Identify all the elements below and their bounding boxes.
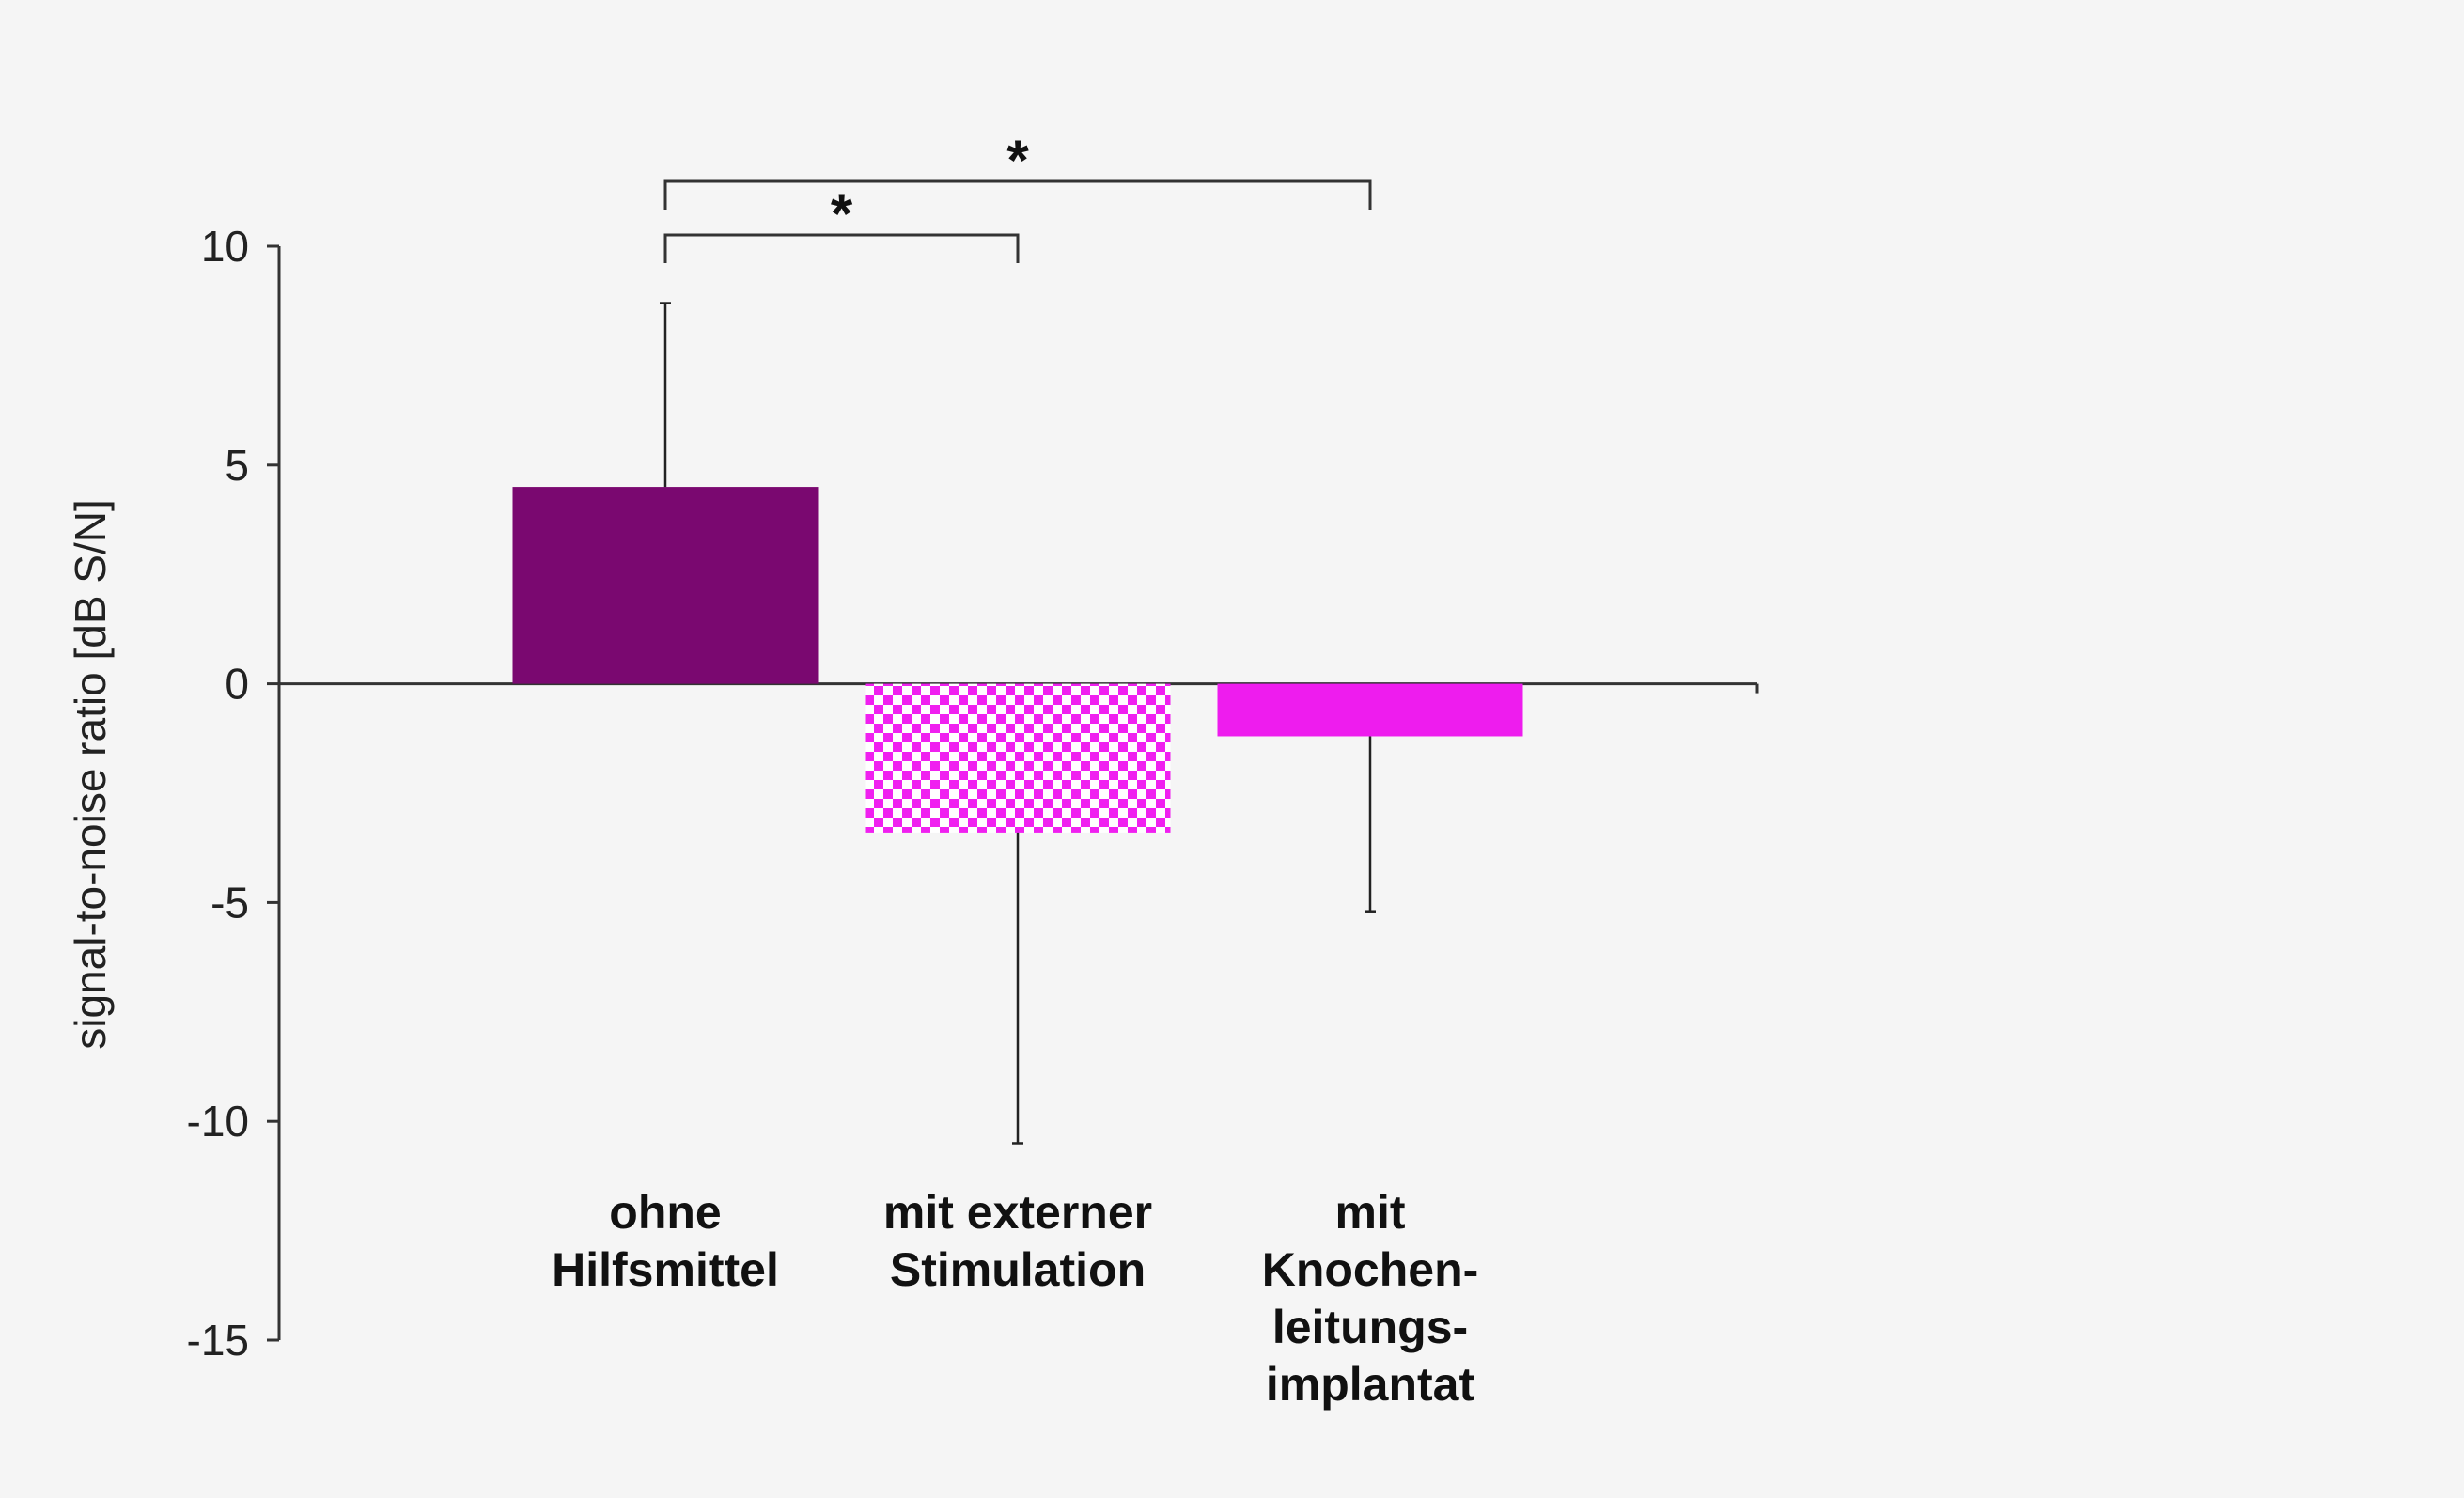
bar: [865, 683, 1171, 833]
y-tick-label: 0: [225, 660, 249, 709]
category-label: ohne: [609, 1186, 721, 1239]
category-label: leitungs-: [1272, 1301, 1468, 1353]
category-label: Knochen-: [1262, 1243, 1479, 1296]
bars: [512, 487, 1523, 833]
significance-brackets: **: [663, 129, 1372, 263]
significance-bracket: [663, 233, 1020, 263]
y-tick-label: 5: [225, 441, 249, 490]
y-tick-label: -15: [187, 1316, 249, 1365]
category-label: mit: [1335, 1186, 1406, 1239]
error-bars: [660, 302, 1376, 1145]
significance-bracket: [663, 179, 1372, 210]
y-tick-label: -5: [211, 878, 249, 927]
y-axis-title: signal-to-noise ratio [dB S/N]: [66, 499, 115, 1050]
category-label: Stimulation: [890, 1243, 1146, 1296]
axes: 10 5 0 -5 -10 -15 signal-to-noise ratio [dB S/…: [66, 222, 1759, 1365]
significance-star: *: [831, 182, 853, 245]
bar: [512, 487, 819, 684]
significance-star: *: [1006, 129, 1029, 192]
category-label: mit externer: [883, 1186, 1152, 1239]
category-label: implantat: [1266, 1358, 1475, 1411]
y-tick-label: 10: [201, 222, 249, 271]
y-tick-label: -10: [187, 1097, 249, 1146]
bar: [1217, 683, 1523, 737]
category-label: Hilfsmittel: [552, 1243, 779, 1296]
